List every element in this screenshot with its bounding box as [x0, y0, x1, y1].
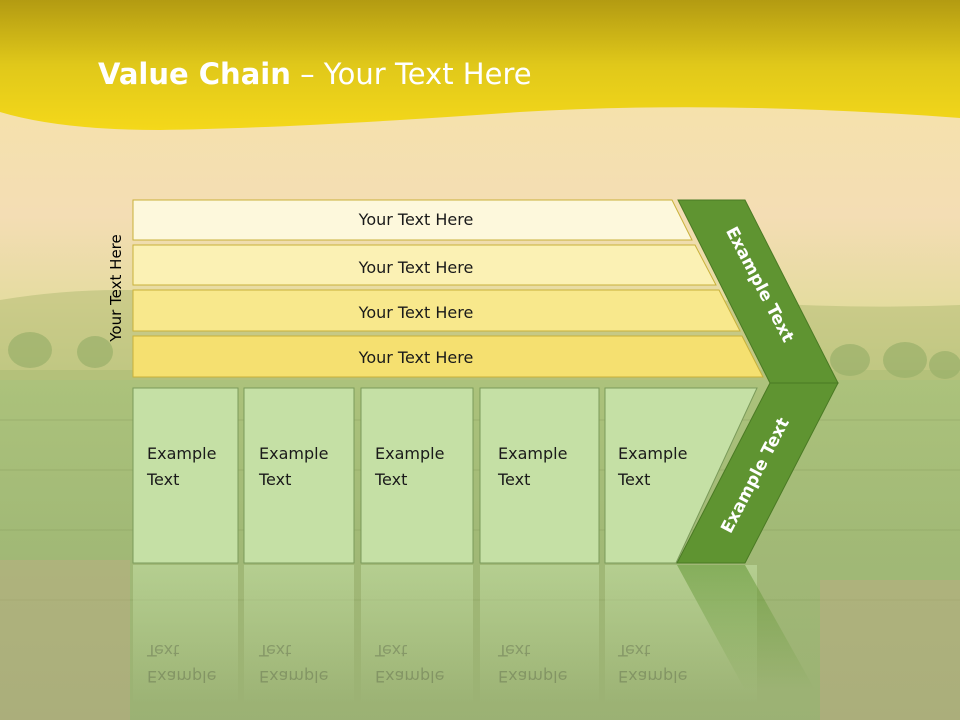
row-3-shape — [132, 289, 741, 332]
reflected-text: Example Text Example Text Example Text E… — [146, 641, 687, 686]
box-1 — [132, 387, 239, 564]
box-5 — [604, 387, 758, 564]
svg-text:Text: Text — [374, 641, 407, 660]
box-4 — [479, 387, 600, 564]
row-2-label: Your Text Here — [358, 258, 474, 277]
svg-text:Example: Example — [498, 667, 567, 686]
reflection — [133, 565, 815, 705]
box-3 — [360, 387, 474, 564]
svg-text:Example: Example — [618, 667, 687, 686]
row-3-label: Your Text Here — [358, 303, 474, 322]
box-5-label: Example Text — [617, 444, 693, 489]
header-band — [0, 0, 960, 130]
row-4-shape — [132, 335, 764, 378]
chevron-lower — [676, 382, 839, 564]
box-3-label: Example Text — [374, 444, 450, 489]
row-1-label: Your Text Here — [358, 210, 474, 229]
box-2-label: Example Text — [258, 444, 334, 489]
title-rest: – Your Text Here — [291, 57, 532, 91]
side-label: Your Text Here — [107, 234, 125, 342]
page-title: Value Chain – Your Text Here — [98, 57, 532, 91]
svg-text:Example: Example — [259, 667, 328, 686]
svg-text:Example: Example — [375, 667, 444, 686]
row-group: Your Text Here Your Text Here Your Text … — [132, 199, 764, 378]
row-1-shape — [132, 199, 693, 241]
box-1-label: Example Text — [146, 444, 222, 489]
title-bold: Value Chain — [98, 57, 291, 91]
svg-text:Text: Text — [146, 641, 179, 660]
svg-text:Example: Example — [147, 667, 216, 686]
row-4-label: Your Text Here — [358, 348, 474, 367]
box-group: Example Text Example Text Example Text E… — [132, 387, 758, 564]
svg-text:Text: Text — [617, 641, 650, 660]
box-2 — [243, 387, 355, 564]
row-2-shape — [132, 244, 717, 286]
svg-text:Text: Text — [497, 641, 530, 660]
box-4-label: Example Text — [497, 444, 573, 489]
svg-text:Text: Text — [258, 641, 291, 660]
